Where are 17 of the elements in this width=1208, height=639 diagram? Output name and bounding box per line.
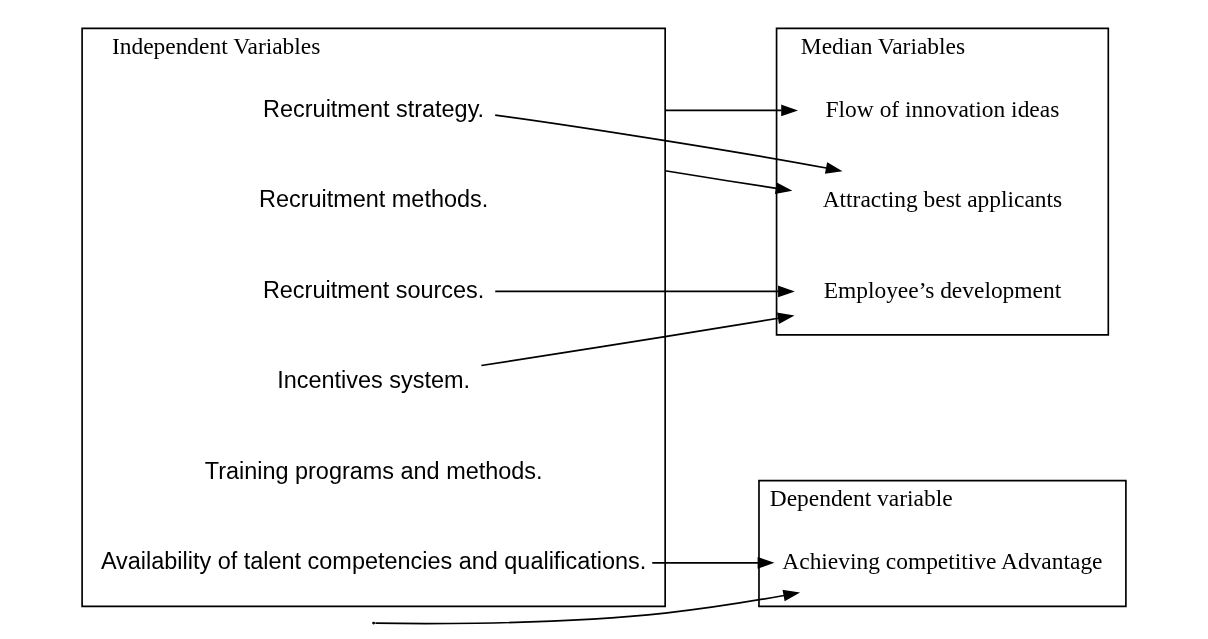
arrow [374,589,801,625]
node-text: Flow of innovation ideas [825,95,1060,122]
node-text: Achieving competitive Advantage [782,548,1103,574]
node-text: Incentives system. [277,367,471,394]
node-text: Recruitment sources. [262,276,485,303]
node-text: Training programs and methods. [204,457,543,484]
arrow [494,285,795,298]
arrow [494,114,843,174]
node-text: Attracting best applicants [822,186,1063,213]
arrow [480,312,795,367]
node-text: Employee’s development [823,276,1062,303]
node-text: Recruitment methods. [259,186,489,213]
node-text: Availability of talent competencies and qualifications. [100,548,647,574]
arrow [651,556,775,569]
arrow [664,169,793,195]
arrow [664,104,798,117]
node-text: Recruitment strategy. [263,95,485,122]
